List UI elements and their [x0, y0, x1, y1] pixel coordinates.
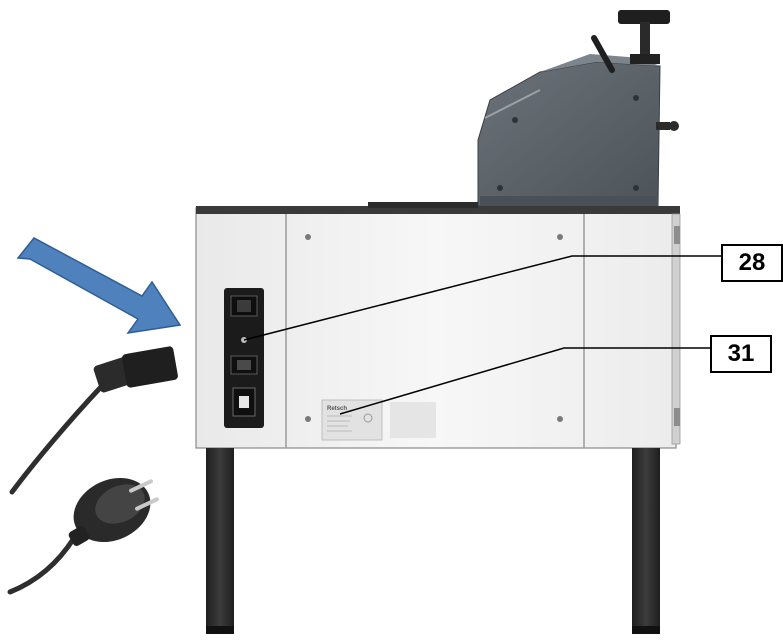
top-unit: [477, 10, 679, 208]
pointer-arrow: [16, 237, 182, 335]
machine-legs: [206, 448, 660, 634]
leader-line-31: [339, 347, 712, 415]
type-plate-brand: Retsch: [327, 406, 347, 412]
leader-line-28: [243, 255, 722, 341]
schuko-plug: [7, 477, 159, 595]
type-plate: Retsch: [321, 399, 436, 441]
power-socket-panel: [224, 288, 264, 428]
callout-28: 28: [721, 244, 783, 282]
callout-31: 31: [710, 335, 772, 373]
iec-connector: [9, 346, 178, 495]
t-handle: [618, 10, 670, 24]
main-housing: [195, 202, 681, 449]
